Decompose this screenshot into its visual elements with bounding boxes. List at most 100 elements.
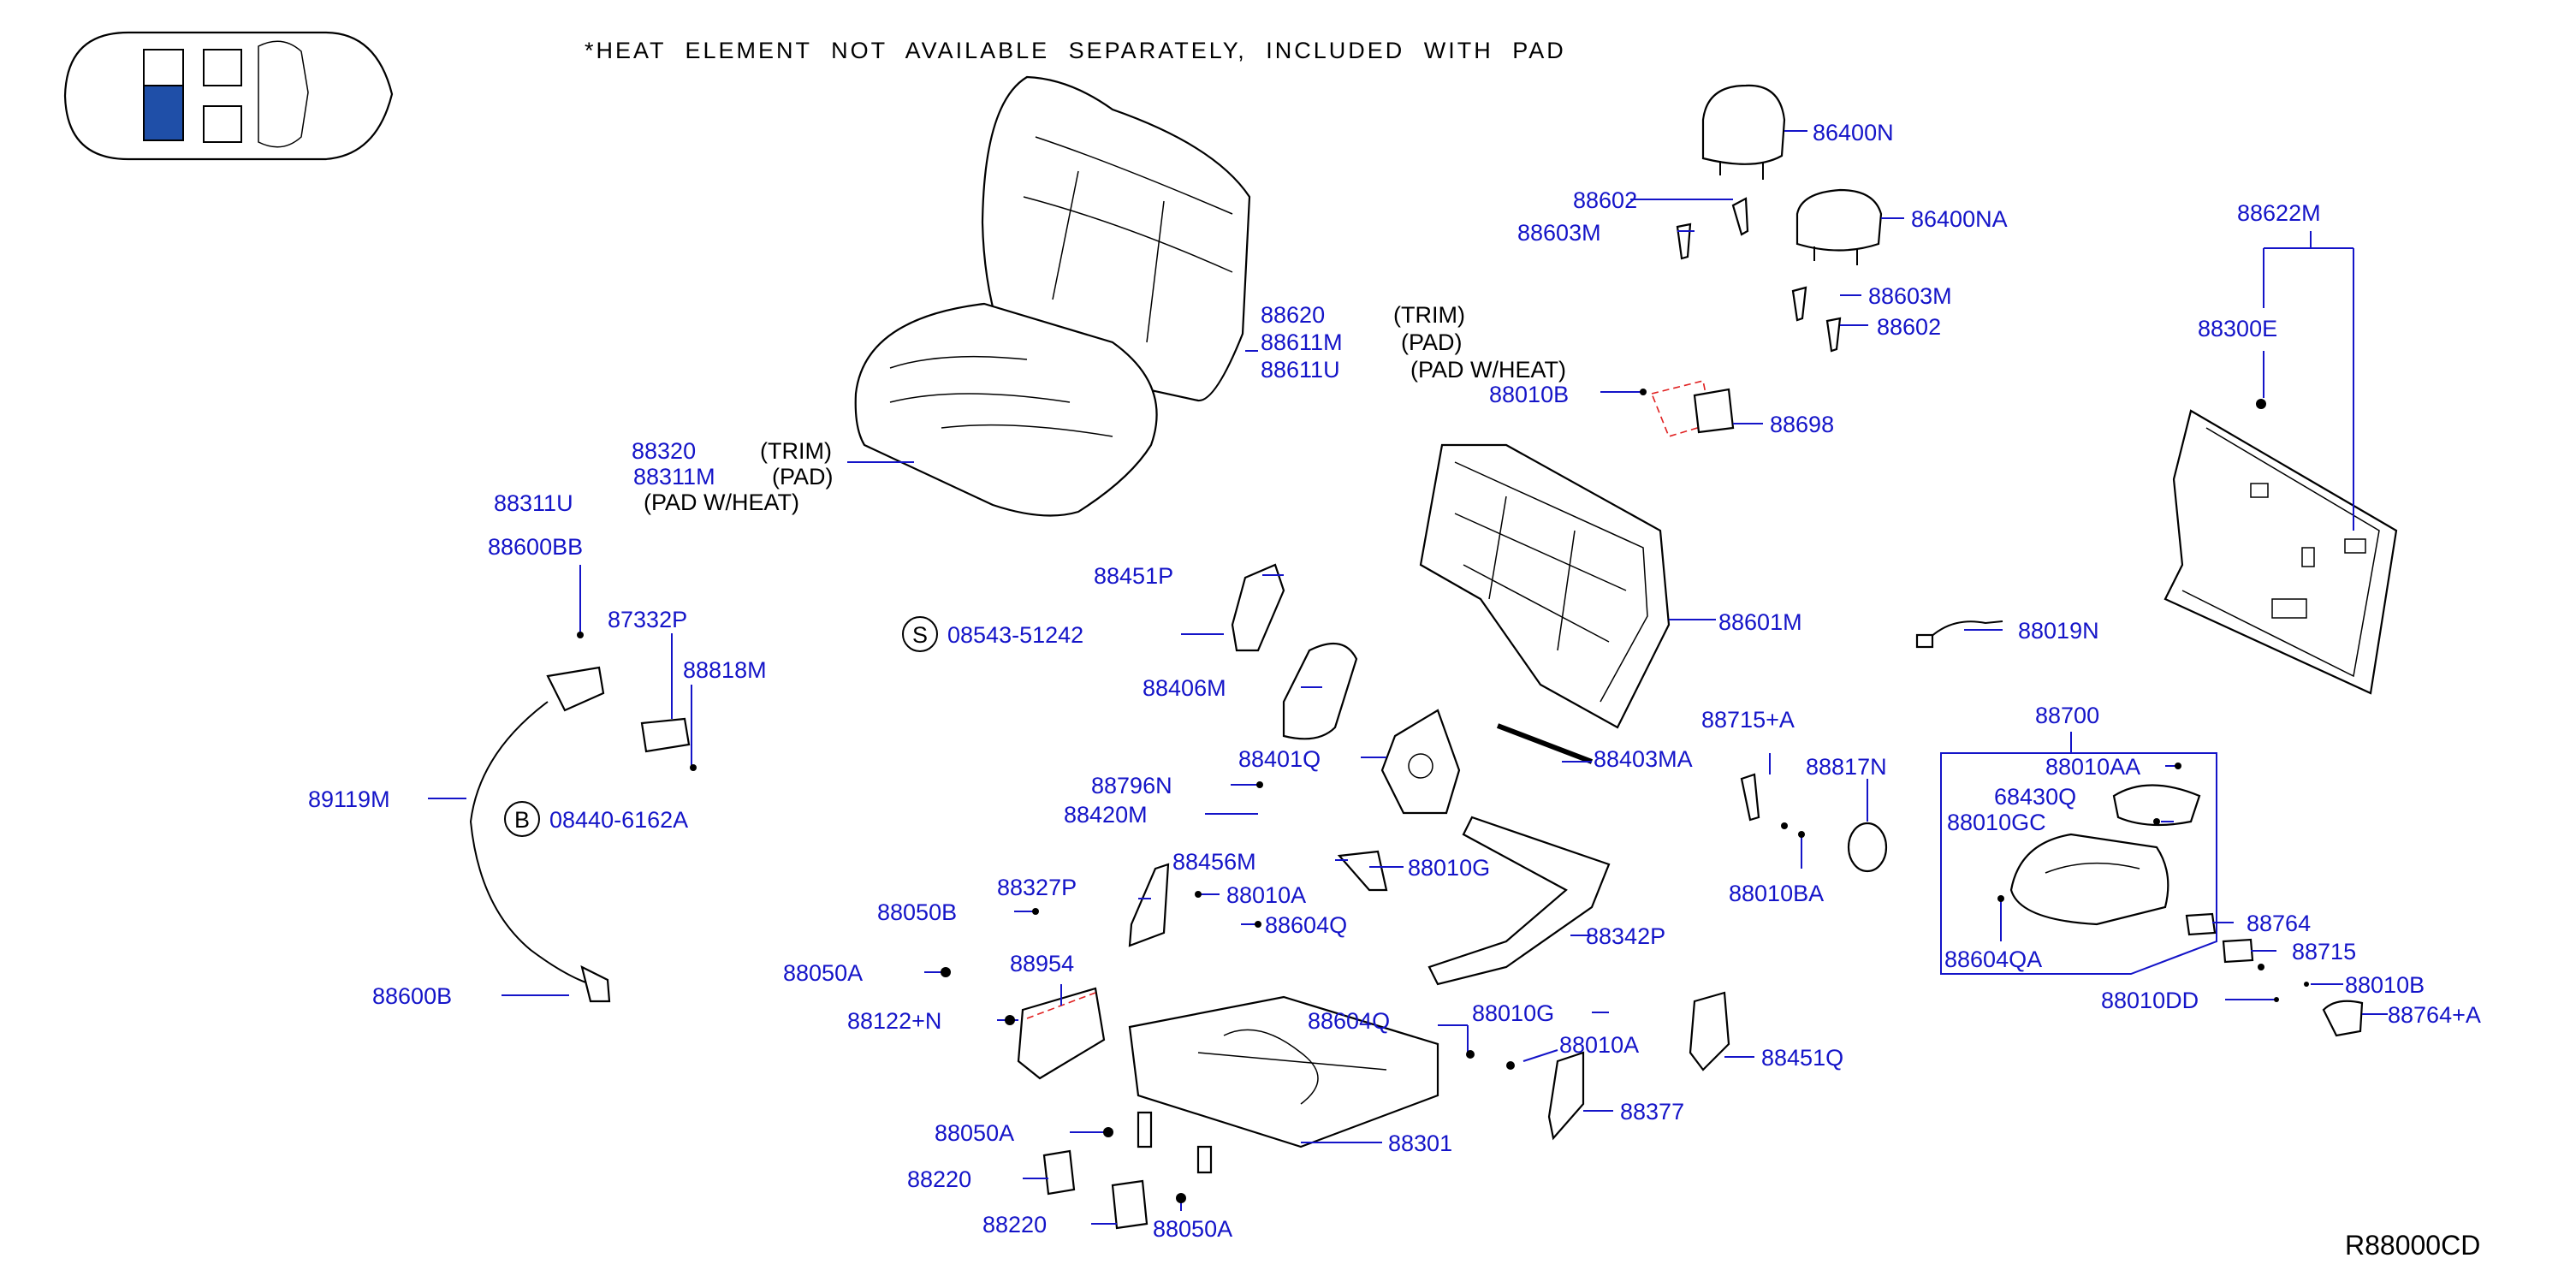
- callout-88698[interactable]: 88698: [1770, 412, 1834, 437]
- callout-88420M[interactable]: 88420M: [1064, 802, 1148, 828]
- callout-88122+N[interactable]: 88122+N: [847, 1008, 941, 1034]
- callout-88451Q[interactable]: 88451Q: [1761, 1045, 1843, 1071]
- callout-88010DD[interactable]: 88010DD: [2101, 988, 2199, 1013]
- cover-part-88406M[interactable]: [1282, 642, 1358, 740]
- recliner-mechanism-part[interactable]: [1380, 709, 1461, 815]
- callout-88220[interactable]: 88220: [907, 1166, 971, 1192]
- bracket-part-88327P[interactable]: [1128, 863, 1170, 947]
- bracket-part-88451Q[interactable]: [1689, 991, 1730, 1071]
- cover-part-88456M[interactable]: [1337, 850, 1388, 892]
- callout-88311U[interactable]: 88311U: [494, 490, 573, 516]
- callout-88327P[interactable]: 88327P: [997, 875, 1077, 900]
- callout-88010GC[interactable]: 88010GC: [1947, 810, 2046, 835]
- callout-88050A[interactable]: 88050A: [1153, 1216, 1232, 1242]
- part-88715A[interactable]: [1740, 773, 1760, 822]
- callout-88403MA[interactable]: 88403MA: [1594, 746, 1693, 772]
- callout-88602[interactable]: 88602: [1877, 314, 1941, 340]
- callout-88220[interactable]: 88220: [982, 1212, 1047, 1237]
- callout-88611M[interactable]: 88611M: [1261, 329, 1343, 355]
- callout-86400N[interactable]: 86400N: [1813, 120, 1894, 145]
- headrest-guide-parts[interactable]: [1676, 197, 1842, 353]
- callout-08440-6162A[interactable]: 08440-6162A: [549, 807, 688, 833]
- callout-88010AA[interactable]: 88010AA: [2045, 754, 2140, 780]
- callout-88311M[interactable]: 88311M: [633, 464, 715, 490]
- headrest-part-2[interactable]: [1795, 188, 1883, 265]
- heat-element-outline: [1650, 380, 1735, 437]
- callout-88601M[interactable]: 88601M: [1718, 609, 1802, 635]
- seat-back-frame-part[interactable]: [1419, 443, 1671, 729]
- release-cable-part[interactable]: [469, 666, 611, 1003]
- callout-88401Q[interactable]: 88401Q: [1238, 746, 1321, 772]
- callout-87332P[interactable]: 87332P: [608, 607, 687, 632]
- cap-part-88817N[interactable]: [1847, 822, 1888, 873]
- callout-88604QA[interactable]: 88604QA: [1944, 947, 2042, 972]
- callout-88600BB[interactable]: 88600BB: [488, 534, 583, 560]
- heat-element-note: *HEAT ELEMENT NOT AVAILABLE SEPARATELY, …: [585, 38, 1566, 63]
- callout-88451P[interactable]: 88451P: [1094, 563, 1173, 589]
- callout-88715+A[interactable]: 88715+A: [1701, 707, 1795, 733]
- armrest-part[interactable]: [2009, 784, 2201, 926]
- callout-88010A[interactable]: 88010A: [1226, 882, 1306, 908]
- callout-88050A[interactable]: 88050A: [935, 1120, 1014, 1146]
- callout-88620[interactable]: 88620: [1261, 302, 1325, 328]
- headrest-part[interactable]: [1701, 84, 1786, 180]
- callout-88010G[interactable]: 88010G: [1408, 855, 1490, 881]
- callout-88342P[interactable]: 88342P: [1586, 923, 1665, 949]
- callout-08543-51242[interactable]: 08543-51242: [947, 622, 1083, 648]
- callout-88603M[interactable]: 88603M: [1517, 220, 1601, 246]
- callout-88301[interactable]: 88301: [1388, 1131, 1452, 1156]
- callout-88954[interactable]: 88954: [1010, 951, 1074, 976]
- callout-88817N[interactable]: 88817N: [1806, 754, 1887, 780]
- callout-88300E[interactable]: 88300E: [2198, 316, 2277, 341]
- callout-88010A[interactable]: 88010A: [1559, 1032, 1639, 1058]
- callout-88010G[interactable]: 88010G: [1472, 1000, 1554, 1026]
- callout-88320[interactable]: 88320: [632, 438, 696, 464]
- callout-88600B[interactable]: 88600B: [372, 983, 452, 1009]
- diagram-code: R88000CD: [2345, 1230, 2480, 1261]
- seat-back-trim-part[interactable]: [981, 75, 1251, 402]
- callout-88796N[interactable]: 88796N: [1091, 773, 1172, 798]
- pad-heat-label: (PAD W/HEAT): [644, 490, 799, 515]
- callout-88019N[interactable]: 88019N: [2018, 618, 2099, 644]
- seat-cushion-frame-part[interactable]: [1128, 995, 1439, 1174]
- pad-heat-label: (PAD W/HEAT): [1410, 357, 1566, 383]
- callout-88764+A[interactable]: 88764+A: [2388, 1002, 2481, 1028]
- trim-label: (TRIM): [1393, 302, 1465, 328]
- callout-88050B[interactable]: 88050B: [877, 899, 957, 925]
- callout-88406M[interactable]: 88406M: [1143, 675, 1226, 701]
- callout-88764[interactable]: 88764: [2247, 911, 2311, 936]
- callout-88377[interactable]: 88377: [1620, 1099, 1684, 1125]
- callout-88611U[interactable]: 88611U: [1261, 357, 1340, 383]
- rod-part[interactable]: [1496, 723, 1594, 764]
- bracket-part-88954[interactable]: [1017, 987, 1106, 1080]
- callout-88602[interactable]: 88602: [1573, 187, 1637, 213]
- callout-88456M[interactable]: 88456M: [1172, 849, 1256, 875]
- callout-88622M[interactable]: 88622M: [2237, 200, 2321, 226]
- callout-88700[interactable]: 88700: [2035, 703, 2099, 728]
- callout-88603M[interactable]: 88603M: [1868, 283, 1952, 309]
- bracket-part-88451P[interactable]: [1231, 563, 1285, 652]
- seat-cushion-trim-part[interactable]: [854, 302, 1158, 517]
- callouts: 86400N 88602 88603M 86400NA 88603M 88602…: [308, 120, 2481, 1242]
- handle-part-87332P[interactable]: [640, 717, 691, 753]
- seat-back-board-part[interactable]: [2163, 399, 2398, 695]
- callout-88715[interactable]: 88715: [2292, 939, 2356, 964]
- svg-text:S: S: [912, 622, 928, 648]
- callout-88050A[interactable]: 88050A: [783, 960, 863, 986]
- rail-part-88342P[interactable]: [1427, 816, 1611, 986]
- callout-88010B[interactable]: 88010B: [2345, 972, 2425, 998]
- callout-88604Q[interactable]: 88604Q: [1265, 912, 1347, 938]
- callout-88010B[interactable]: 88010B: [1489, 382, 1569, 407]
- callout-89119M[interactable]: 89119M: [308, 786, 390, 812]
- cover-part-88220[interactable]: [1042, 1149, 1149, 1230]
- callout-86400NA[interactable]: 86400NA: [1911, 206, 2008, 232]
- bracket-part-88377[interactable]: [1547, 1051, 1585, 1141]
- highlighted-seat-marker: [143, 85, 184, 141]
- callout-68430Q[interactable]: 68430Q: [1994, 784, 2076, 810]
- small-bracket-parts[interactable]: [2185, 912, 2364, 1037]
- harness-part-88019N[interactable]: [1915, 620, 2003, 649]
- callout-88818M[interactable]: 88818M: [683, 657, 767, 683]
- callout-88604Q[interactable]: 88604Q: [1308, 1008, 1390, 1034]
- callout-88010BA[interactable]: 88010BA: [1729, 881, 1824, 906]
